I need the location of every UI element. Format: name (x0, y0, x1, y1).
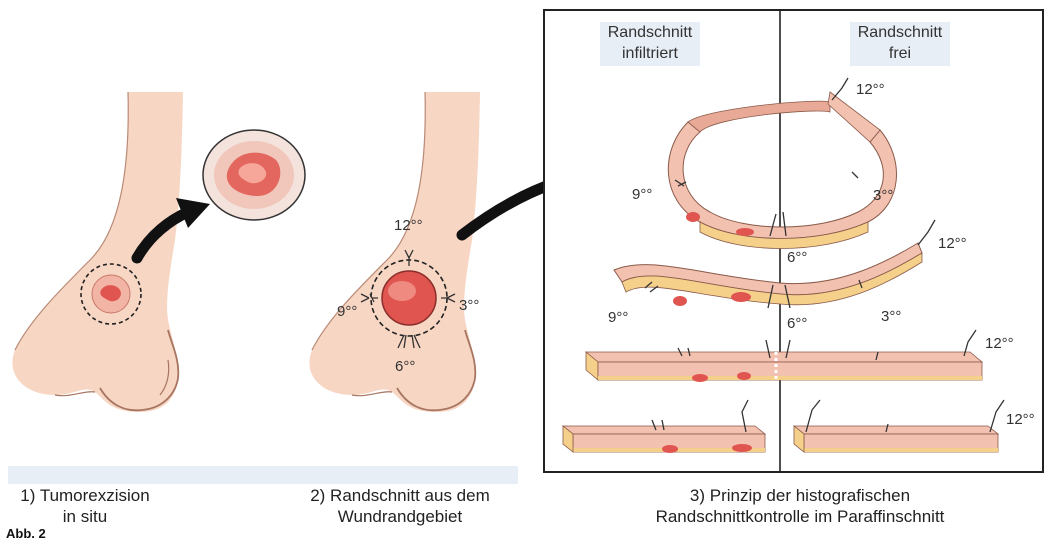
ring-label-12: 12°° (856, 81, 885, 98)
caption-panel2: 2) Randschnitt aus dem Wundrandgebiet (270, 485, 530, 527)
column-header-free: Randschnitt frei (850, 22, 950, 66)
excised-specimen (203, 130, 305, 220)
caption-panel3-line1: 3) Prinzip der histografischen (600, 485, 1000, 506)
band-label-6: 6°° (787, 315, 807, 332)
caption-panel2-line1: 2) Randschnitt aus dem (270, 485, 530, 506)
caption-panel1-line2: in situ (0, 506, 170, 527)
column-header-infiltrated-line2: infiltriert (600, 43, 700, 64)
band-label-12: 12°° (938, 235, 967, 252)
band-label-9: 9°° (608, 309, 628, 326)
ring-label-6: 6°° (787, 249, 807, 266)
clock-label-6: 6°° (395, 358, 415, 375)
column-header-infiltrated-line1: Randschnitt (600, 22, 700, 43)
ring-label-3: 3°° (873, 187, 893, 204)
caption-panel2-line2: Wundrandgebiet (270, 506, 530, 527)
column-header-infiltrated: Randschnitt infiltriert (600, 22, 700, 66)
column-header-free-line2: frei (850, 43, 950, 64)
caption-panel1: 1) Tumorexzision in situ (0, 485, 170, 527)
caption-panel1-line1: 1) Tumorexzision (0, 485, 170, 506)
caption-bar (8, 466, 518, 484)
clock-label-12: 12°° (394, 217, 423, 234)
cut-label-12: 12°° (1006, 411, 1035, 428)
nose-illustration-1 (12, 92, 183, 412)
band-label-3: 3°° (881, 308, 901, 325)
ring-label-9: 9°° (632, 186, 652, 203)
cut-piece-left (563, 426, 765, 453)
clock-label-3: 3°° (459, 297, 479, 314)
column-header-free-line1: Randschnitt (850, 22, 950, 43)
figure-label: Abb. 2 (6, 526, 46, 541)
caption-panel3: 3) Prinzip der histografischen Randschni… (600, 485, 1000, 527)
margin-strip (586, 352, 982, 382)
strip-label-12: 12°° (985, 335, 1014, 352)
cut-piece-right (794, 426, 998, 452)
caption-panel3-line2: Randschnittkontrolle im Paraffinschnitt (600, 506, 1000, 527)
clock-label-9: 9°° (337, 303, 357, 320)
